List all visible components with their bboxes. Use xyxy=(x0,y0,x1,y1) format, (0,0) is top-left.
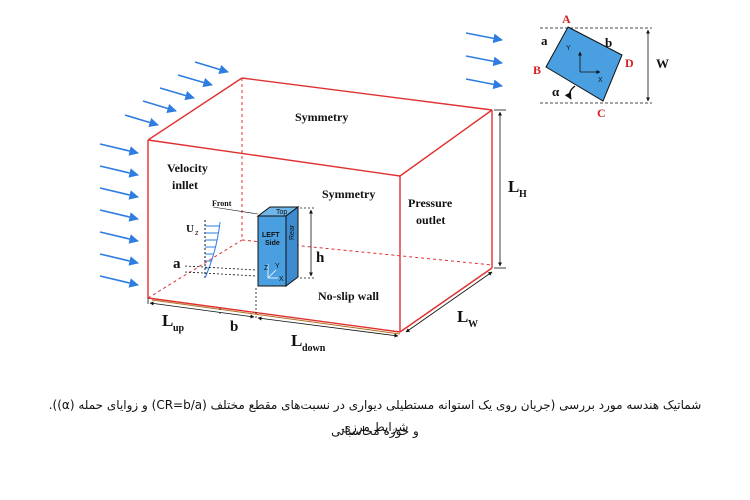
inset-label-C: C xyxy=(597,106,606,120)
velocity-inlet-label-2: inllet xyxy=(172,178,198,192)
inflow-arrow xyxy=(465,32,503,44)
inflow-arrow xyxy=(465,78,503,90)
inset-axis-x: X xyxy=(598,77,603,84)
inflow-arrow xyxy=(99,231,139,244)
inset-label-W: W xyxy=(656,56,669,71)
pressure-outlet-label-2: outlet xyxy=(416,213,445,227)
velocity-profile xyxy=(204,220,221,279)
h-dimension-label: h xyxy=(316,250,325,266)
lh-sub-label: H xyxy=(519,189,527,200)
no-slip-wall-label: No-slip wall xyxy=(318,289,380,303)
lw-label: L xyxy=(457,307,468,326)
inflow-arrow xyxy=(99,143,139,156)
top-label: Top xyxy=(276,209,287,216)
inflow-arrow xyxy=(159,87,195,101)
ldown-sub-label: down xyxy=(302,343,326,354)
inflow-arrow xyxy=(99,187,139,200)
velocity-inlet-label: Velocity xyxy=(167,161,208,175)
inset-axis-y: Y xyxy=(566,45,571,52)
inflow-arrow xyxy=(124,114,159,128)
lh-label: L xyxy=(508,177,519,196)
figure-caption-line-1: شماتیک هندسه مورد بررسی (جریان روی یک اس… xyxy=(48,398,702,434)
rear-label: Rear xyxy=(289,224,296,240)
dimension-lines xyxy=(147,109,506,338)
inflow-arrow xyxy=(99,165,139,178)
inflow-arrow xyxy=(465,55,503,67)
cyl-axis-y: Y xyxy=(275,263,280,270)
lup-label: L xyxy=(162,311,173,330)
pressure-outlet-label: Pressure xyxy=(408,196,453,210)
a-dimension-label: a xyxy=(173,256,181,272)
inset-label-alpha: α xyxy=(552,84,560,99)
inflow-arrow xyxy=(99,253,139,266)
inflow-arrow xyxy=(142,100,177,114)
u-sub-label: z xyxy=(195,230,199,237)
lw-sub-label: W xyxy=(468,319,478,330)
cyl-axis-z: Z xyxy=(264,265,269,272)
inset-label-a: a xyxy=(541,33,548,48)
left-side-label-2: Side xyxy=(265,240,280,247)
inflow-arrows xyxy=(99,32,503,288)
cyl-axis-x: X xyxy=(279,276,284,283)
front-label: Front xyxy=(212,199,232,208)
u-label: U xyxy=(186,223,194,235)
inflow-arrow xyxy=(194,61,229,75)
symmetry-top-label: Symmetry xyxy=(295,110,348,124)
inset-label-B: B xyxy=(533,63,541,77)
computational-domain-diagram: Symmetry Symmetry Velocity inllet Pressu… xyxy=(99,12,669,354)
inflow-arrow xyxy=(177,74,213,88)
left-side-label: LEFT xyxy=(262,232,280,239)
ldown-label: L xyxy=(291,331,302,350)
inset-label-A: A xyxy=(562,12,571,26)
inset-label-b: b xyxy=(605,35,612,50)
inset-cross-section xyxy=(540,26,652,104)
figure-caption-line-2: و حوزه محاسباتی xyxy=(331,424,419,438)
inset-label-D: D xyxy=(625,56,634,70)
b-dimension-label: b xyxy=(230,319,238,335)
inflow-arrow xyxy=(99,275,139,288)
cylinder xyxy=(256,206,300,287)
symmetry-side-label: Symmetry xyxy=(322,187,375,201)
cylinder-axes xyxy=(267,264,278,279)
lup-sub-label: up xyxy=(173,323,185,334)
inflow-arrow xyxy=(99,209,139,222)
